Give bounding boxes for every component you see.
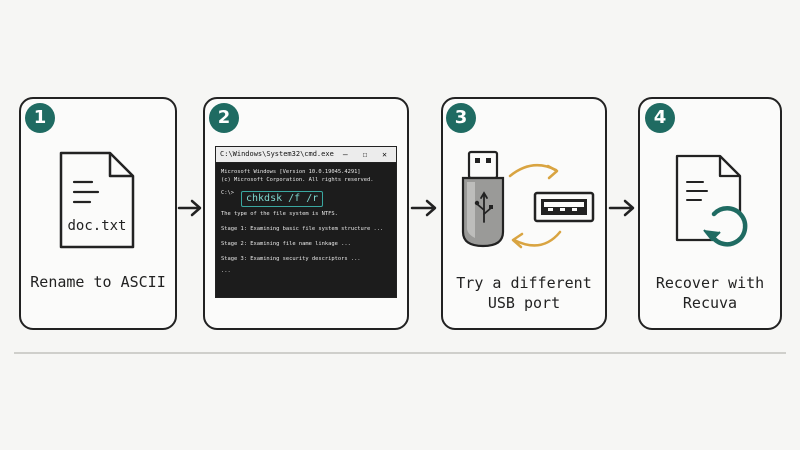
arrow-right-icon	[177, 199, 202, 217]
divider	[14, 352, 786, 354]
window-controls: – ☐ ✕	[342, 150, 392, 159]
arrow-right-icon	[410, 199, 437, 217]
file-name-label: doc.txt	[67, 218, 127, 234]
cmd-titlebar: C:\Windows\System32\cmd.exe – ☐ ✕	[216, 147, 396, 163]
cmd-output-line: Stage 2: Examining file name linkage ...	[221, 241, 351, 247]
usb-port-icon	[533, 191, 595, 223]
cmd-command-line: C:\> chkdsk /f /r	[216, 188, 396, 207]
cmd-prompt: C:\>	[221, 190, 234, 196]
step-4-caption: Recover with Recuva	[655, 274, 765, 312]
step-number-badge: 3	[446, 103, 476, 133]
swap-arrows-icon	[508, 163, 562, 249]
cmd-title: C:\Windows\System32\cmd.exe	[220, 150, 334, 158]
step-number-badge: 1	[25, 103, 55, 133]
cmd-output-line: Stage 3: Examining security descriptors …	[221, 256, 361, 262]
cmd-output-line: Microsoft Windows [Version 10.0.19045.42…	[221, 169, 361, 175]
step-1-caption: Rename to ASCII	[30, 273, 166, 291]
cmd-output-line: (c) Microsoft Corporation. All rights re…	[221, 177, 374, 183]
step-3-caption: Try a different USB port	[456, 274, 592, 312]
step-number-badge: 2	[209, 103, 239, 133]
command-prompt-window: C:\Windows\System32\cmd.exe – ☐ ✕ Micros…	[215, 146, 397, 298]
recover-icon	[675, 154, 748, 247]
cmd-output-line: The type of the file system is NTFS.	[221, 211, 338, 217]
cmd-output-line: Stage 1: Examining basic file system str…	[221, 226, 384, 232]
step-number-badge: 4	[645, 103, 675, 133]
usb-drive-icon	[461, 150, 505, 248]
chkdsk-command: chkdsk /f /r	[241, 191, 324, 207]
arrow-right-icon	[608, 199, 635, 217]
cmd-body: Microsoft Windows [Version 10.0.19045.42…	[216, 163, 396, 275]
document-icon	[59, 151, 135, 249]
cmd-output-line: ...	[221, 268, 231, 274]
